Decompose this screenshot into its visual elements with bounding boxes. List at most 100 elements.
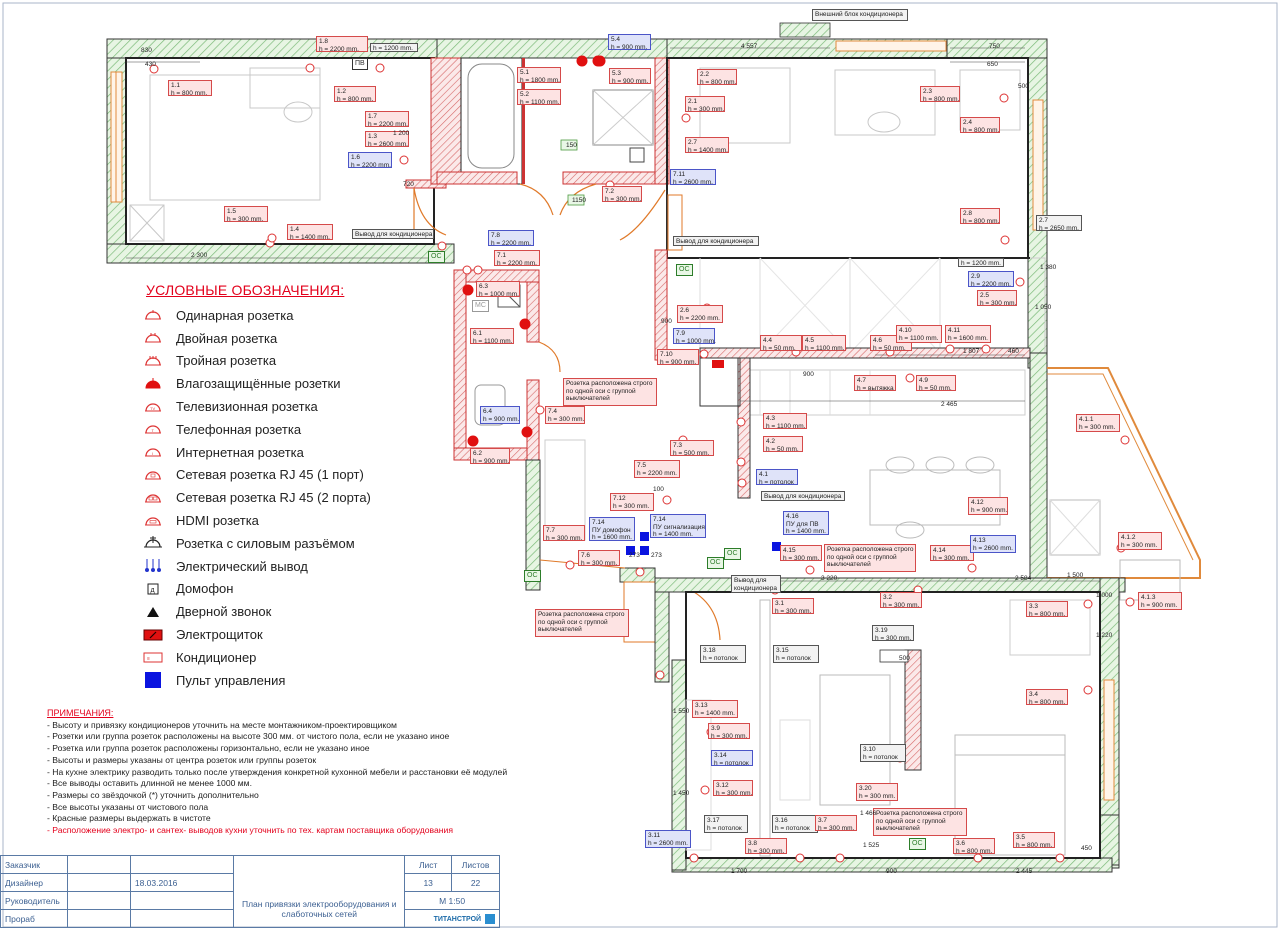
socket-tag: 4.7 h = вытяжка xyxy=(854,375,896,392)
legend-item: Сетевая розетка RJ 45 (1 порт) xyxy=(140,464,440,487)
dimension-label: 1 500 xyxy=(1067,572,1084,579)
dimension-label: 900 xyxy=(661,318,672,325)
socket-icon xyxy=(967,563,977,573)
dimension-label: 2 465 xyxy=(941,401,958,408)
dimension-label: 1 807 xyxy=(963,348,980,355)
power-connector-socket-icon xyxy=(140,534,166,552)
dimension-label: 273 xyxy=(651,552,662,559)
dimension-label: 100 xyxy=(653,486,664,493)
socket-icon xyxy=(305,63,315,73)
socket-icon xyxy=(981,344,991,354)
electrical-panel-icon xyxy=(140,626,166,644)
socket-tag: 7.10 h = 900 mm. xyxy=(657,349,699,366)
legend-item-label: Одинарная розетка xyxy=(176,307,294,323)
socket-icon xyxy=(635,567,645,577)
legend-item-label: Домофон xyxy=(176,581,234,597)
socket-tag: 2.7 h = 2650 mm. xyxy=(1036,215,1082,232)
dimension-label: 2 300 xyxy=(191,252,208,259)
callout-ac-pipe-3: Вывод для кондиционера xyxy=(761,491,845,501)
sheets-label: Листов xyxy=(451,855,500,874)
socket-tag: 4.6 h = 50 mm. xyxy=(870,335,912,352)
notes-list: - Высоту и привязку кондиционеров уточни… xyxy=(47,720,647,825)
waterproof-socket-icon xyxy=(467,435,479,447)
double-socket-icon xyxy=(140,329,166,347)
notes-red-line: - Расположение электро- и сантех- выводо… xyxy=(47,825,453,836)
socket-tag: 1.8 h = 2200 mm. xyxy=(316,36,368,53)
single-socket-icon xyxy=(140,306,166,324)
mark-pv: ПВ xyxy=(352,58,368,70)
rj45-1-socket-icon xyxy=(140,466,166,484)
socket-icon xyxy=(905,373,915,383)
socket-icon xyxy=(999,93,1009,103)
socket-tag: 1.5 h = 300 mm. xyxy=(224,206,268,223)
socket-tag: 2.5 h = 300 mm. xyxy=(977,290,1017,307)
mark-oc: ОС xyxy=(524,570,541,582)
title-block: Заказчик План привязки электрооборудован… xyxy=(0,855,500,930)
legend-item-label: Пульт управления xyxy=(176,672,286,688)
note-line: - Высоты и размеры указаны от центра роз… xyxy=(47,754,317,765)
socket-icon xyxy=(805,565,815,575)
socket-icon xyxy=(655,670,665,680)
dimension-label: 1 200 xyxy=(393,130,410,137)
dimension-lines xyxy=(126,47,1100,869)
svg-text:I: I xyxy=(152,451,153,456)
waterproof-socket-icon xyxy=(521,426,533,438)
socket-tag: 4.13 h = 2600 mm. xyxy=(970,535,1016,553)
waterproof-socket-icon xyxy=(576,55,588,67)
legend-item-label: Электрощиток xyxy=(176,627,263,643)
dimension-label: 1 525 xyxy=(863,842,880,849)
note-line: - Размеры со звёздочкой (*) уточнить доп… xyxy=(47,789,259,800)
socket-tag: 2.6 h = 2200 mm. xyxy=(677,305,723,323)
note-line: - Все выводы оставить длинной не менее 1… xyxy=(47,778,252,789)
waterproof-socket-icon xyxy=(519,318,531,330)
socket-tag: 3.5 h = 800 mm. xyxy=(1013,832,1055,849)
socket-tag: 1.7 h = 2200 mm. xyxy=(365,111,409,128)
dimension-label: 1 700 xyxy=(731,868,748,875)
callout-axis-note-2: Розетка расположена строго по одной оси … xyxy=(824,544,916,572)
dimension-label: 1 050 xyxy=(1035,304,1052,311)
socket-tag: h = 1200 mm. xyxy=(370,43,418,52)
note-line: - Красные размеры выдержать в чистоте xyxy=(47,813,211,824)
svg-text:T: T xyxy=(152,428,155,433)
socket-icon xyxy=(1125,597,1135,607)
dimension-label: 720 xyxy=(403,181,414,188)
socket-icon xyxy=(689,853,699,863)
socket-tag: 7.4 h = 300 mm. xyxy=(545,406,585,424)
socket-icon xyxy=(399,155,409,165)
socket-icon xyxy=(681,113,691,123)
callout-axis-note-3: Розетка расположена строго по одной оси … xyxy=(535,609,629,637)
socket-tag: 3.17 h = потолок xyxy=(704,815,748,833)
socket-tag: 1.1 h = 800 mm. xyxy=(168,80,212,97)
socket-tag: 1.4 h = 1400 mm. xyxy=(287,224,333,241)
socket-tag: 3.3 h = 800 mm. xyxy=(1026,601,1068,618)
legend-item: Пульт управления xyxy=(140,669,440,692)
brand-icon xyxy=(485,913,495,924)
brand-logo: ТИТАНСТРОЙ xyxy=(433,915,482,923)
socket-icon xyxy=(1120,435,1130,445)
dimension-label: 900 xyxy=(886,868,897,875)
socket-tag: 3.15 h = потолок xyxy=(773,645,819,663)
socket-tag: 2.8 h = 800 mm. xyxy=(960,208,1000,225)
socket-tag: 5.2 h = 1100 mm. xyxy=(517,89,561,106)
dimension-label: 500 xyxy=(1018,83,1029,90)
doorbell-icon xyxy=(140,603,166,621)
socket-tag: h = 1200 mm. xyxy=(958,258,1004,267)
triple-socket-icon xyxy=(140,352,166,370)
dimension-label: 1 450 xyxy=(673,790,690,797)
legend-item: Двойная розетка xyxy=(140,327,440,350)
socket-tag: 4.12 h = 900 mm. xyxy=(968,497,1008,515)
socket-tag: 3.18 h = потолок xyxy=(700,645,746,663)
note-line: - Высоту и привязку кондиционеров уточни… xyxy=(47,719,397,730)
electrical-panel-icon xyxy=(712,360,724,368)
note-line: - Все высоты указаны от чистового пола xyxy=(47,801,209,812)
legend-item-label: Двойная розетка xyxy=(176,330,278,346)
socket-icon xyxy=(473,265,483,275)
legend-item-label: Кондиционер xyxy=(176,649,257,665)
socket-tag: 7.1 h = 2200 mm. xyxy=(494,250,540,267)
socket-icon xyxy=(835,853,845,863)
dimension-label: 500 xyxy=(899,655,910,662)
sheets-count: 22 xyxy=(451,873,500,892)
socket-tag: 7.8 h = 2200 mm. xyxy=(488,230,534,247)
